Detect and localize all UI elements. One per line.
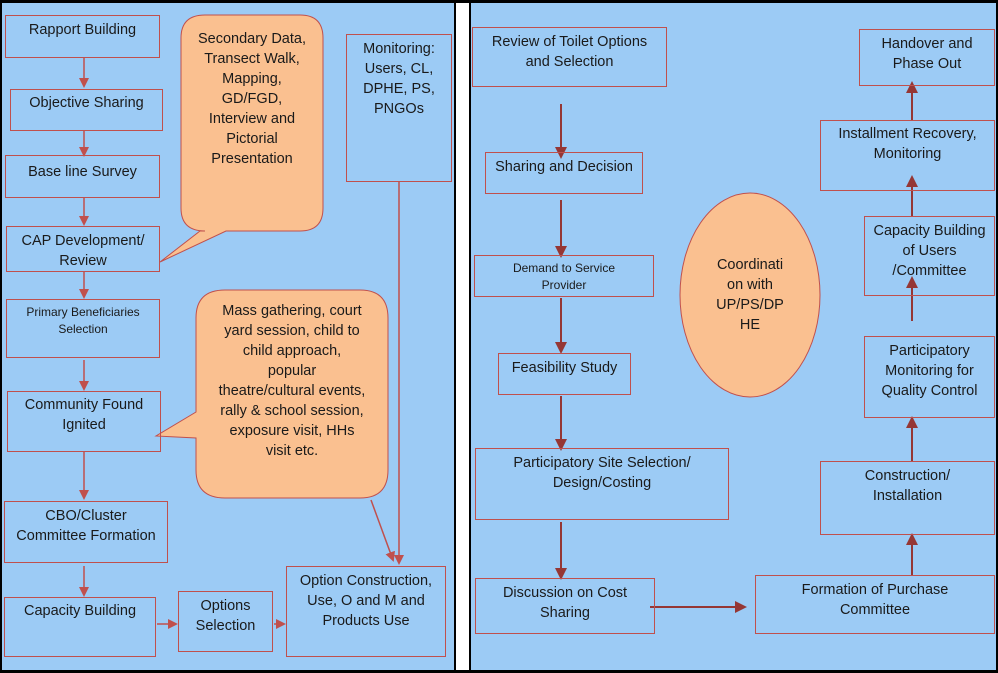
coordination-ellipse [679,192,821,398]
secondary-data-callout-shape [159,14,324,263]
monitoring-box: Monitoring: Users, CL, DPHE, PS, PNGOs [346,34,452,182]
site-selection-box: Participatory Site Selection/ Design/Cos… [475,448,729,520]
coordination-text: Coordinati on with UP/PS/DP HE [716,257,784,333]
participatory-monitoring-box: Participatory Monitoring for Quality Con… [864,336,995,418]
sharing-decision-box: Sharing and Decision [485,152,643,194]
handover-box: Handover and Phase Out [859,29,995,86]
purchase-committee-box: Formation of Purchase Committee [755,575,995,634]
mass-gathering-callout-shape [154,289,389,499]
cost-sharing-box: Discussion on Cost Sharing [475,578,655,634]
community-found-box: Community Found Ignited [7,391,161,452]
options-selection-box: Options Selection [178,591,273,652]
feasibility-study-box: Feasibility Study [498,353,631,395]
primary-beneficiaries-box: Primary Beneficiaries Selection [6,299,160,358]
option-construction-box: Option Construction, Use, O and M and Pr… [286,566,446,657]
arrow-callout-construction [370,499,395,562]
construction-box: Construction/ Installation [820,461,995,535]
mass-gathering-callout-text: Mass gathering, court yard session, chil… [218,303,366,459]
capacity-users-box: Capacity Building of Users /Committee [864,216,995,296]
review-toilet-box: Review of Toilet Options and Selection [472,27,667,87]
installment-recovery-box: Installment Recovery, Monitoring [820,120,995,191]
panel-divider [456,3,469,670]
cap-development-box: CAP Development/ Review [6,226,160,272]
secondary-data-callout-text: Secondary Data, Transect Walk, Mapping, … [197,31,306,167]
capacity-building-box: Capacity Building [4,597,156,657]
objective-sharing-box: Objective Sharing [10,89,163,131]
baseline-survey-box: Base line Survey [5,155,160,198]
demand-service-box: Demand to Service Provider [474,255,654,297]
cbo-cluster-box: CBO/Cluster Committee Formation [4,501,168,563]
rapport-building-box: Rapport Building [5,15,160,58]
